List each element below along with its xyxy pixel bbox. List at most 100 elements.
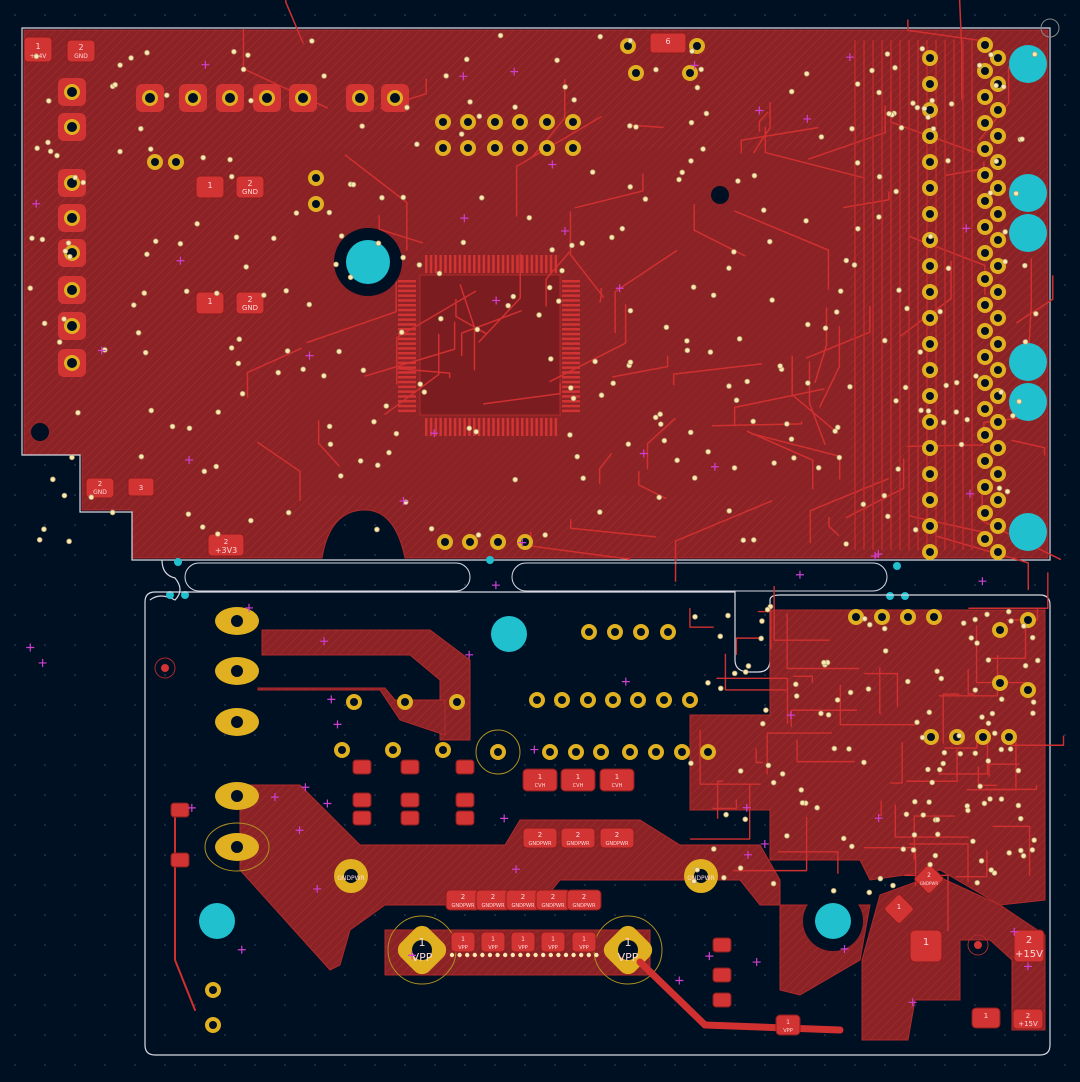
- via: [293, 210, 300, 216]
- pad-drill: [926, 444, 934, 452]
- mount-hole[interactable]: [1009, 383, 1047, 421]
- via: [67, 253, 73, 260]
- via: [199, 524, 206, 530]
- mcu-pin: [562, 380, 580, 384]
- pad-net: VPP: [458, 945, 467, 951]
- pad-top-connector[interactable]: 6: [649, 32, 687, 54]
- via: [953, 409, 960, 415]
- pad-reg1-in[interactable]: 1: [195, 175, 225, 199]
- pad-small[interactable]: 1: [971, 1007, 1001, 1029]
- via: [958, 441, 965, 448]
- origin-marker: [512, 865, 521, 874]
- via: [135, 329, 142, 336]
- origin-marker: [465, 650, 474, 659]
- pad-drill: [981, 509, 989, 517]
- pad-15v-big[interactable]: 2 +15V: [1013, 929, 1045, 963]
- mcu-pin: [562, 400, 580, 403]
- mount-hole[interactable]: [346, 240, 390, 284]
- via: [698, 66, 704, 73]
- origin-marker: [500, 814, 509, 823]
- via: [684, 347, 691, 354]
- pad-num: 2: [461, 893, 465, 901]
- via: [799, 800, 806, 806]
- pad-pin3[interactable]: 3: [127, 477, 155, 497]
- mcu-pin: [444, 255, 447, 273]
- via: [421, 389, 428, 395]
- pad-drill: [231, 665, 243, 677]
- mount-hole[interactable]: [815, 903, 851, 939]
- mount-hole[interactable]: [199, 903, 235, 939]
- via: [988, 867, 995, 873]
- pad-gndpwr-diamond[interactable]: 2 GNDPWR: [913, 863, 944, 894]
- via: [684, 338, 690, 344]
- pad-net: GNDPWR: [482, 903, 505, 909]
- via: [679, 169, 686, 176]
- pad-drill: [678, 748, 686, 756]
- trace: [938, 654, 999, 697]
- trace: [545, 251, 570, 307]
- pad-gnd-in[interactable]: 2 GND: [66, 39, 96, 63]
- mount-hole[interactable]: [1009, 343, 1047, 381]
- via: [691, 475, 698, 481]
- origin-marker: [408, 951, 417, 960]
- via: [836, 454, 843, 461]
- via: [337, 473, 344, 479]
- via: [185, 511, 192, 517]
- pad-3v3[interactable]: 2 +3V3: [207, 533, 245, 557]
- mcu-pin: [562, 313, 580, 317]
- power-pour-left: [261, 629, 471, 741]
- pad-drill: [464, 118, 472, 126]
- smd-pad: [170, 852, 190, 868]
- mcu-pin: [439, 255, 442, 273]
- pad-reg1-gnd[interactable]: 2 GND: [235, 175, 265, 199]
- origin-marker: [460, 214, 469, 223]
- mount-hole[interactable]: [491, 616, 527, 652]
- trace: [614, 249, 678, 334]
- mcu-pin: [562, 371, 580, 374]
- pad-drill: [209, 1021, 217, 1029]
- pad-reg2-in[interactable]: 1: [195, 291, 225, 315]
- via: [998, 696, 1005, 703]
- pad-drill: [637, 628, 645, 636]
- pad-drill: [67, 285, 77, 295]
- via: [742, 669, 749, 675]
- via: [338, 233, 345, 239]
- via: [321, 73, 327, 79]
- mcu-pin: [453, 255, 457, 273]
- via: [497, 32, 504, 39]
- pad-15v-small[interactable]: 2 +15V: [1012, 1008, 1044, 1030]
- mcu-pin: [562, 352, 580, 355]
- via: [688, 119, 695, 126]
- via: [465, 952, 470, 958]
- via: [284, 348, 291, 354]
- origin-marker: [908, 998, 917, 1007]
- mcu-pin: [398, 352, 416, 355]
- pad-cvh-body: [522, 768, 558, 792]
- mcu-pin: [562, 318, 580, 321]
- via: [998, 746, 1005, 753]
- via: [417, 381, 424, 387]
- mount-hole[interactable]: [1009, 513, 1047, 551]
- origin-marker: [518, 538, 527, 547]
- pad-bottom-gnd[interactable]: 2 GND: [85, 477, 115, 499]
- trace: [515, 116, 602, 217]
- pad-diamond[interactable]: 1: [883, 893, 914, 924]
- smd-pad: [352, 759, 372, 775]
- origin-marker: [430, 429, 439, 438]
- mcu-pin: [398, 356, 416, 360]
- pad-drill: [231, 790, 243, 802]
- mcu-pin: [425, 418, 428, 436]
- via: [34, 145, 40, 152]
- pad-pwr-reg[interactable]: 1: [909, 929, 943, 963]
- via: [900, 846, 907, 852]
- origin-marker: [874, 814, 883, 823]
- mount-hole[interactable]: [1009, 214, 1047, 252]
- pad-reg2-gnd[interactable]: 2 GND: [235, 291, 265, 315]
- mount-hole[interactable]: [1009, 174, 1047, 212]
- via: [998, 389, 1004, 395]
- mount-hole[interactable]: [1009, 45, 1047, 83]
- pad-drill: [994, 418, 1002, 426]
- pad-vpp-left[interactable]: 1 VPP: [387, 915, 457, 985]
